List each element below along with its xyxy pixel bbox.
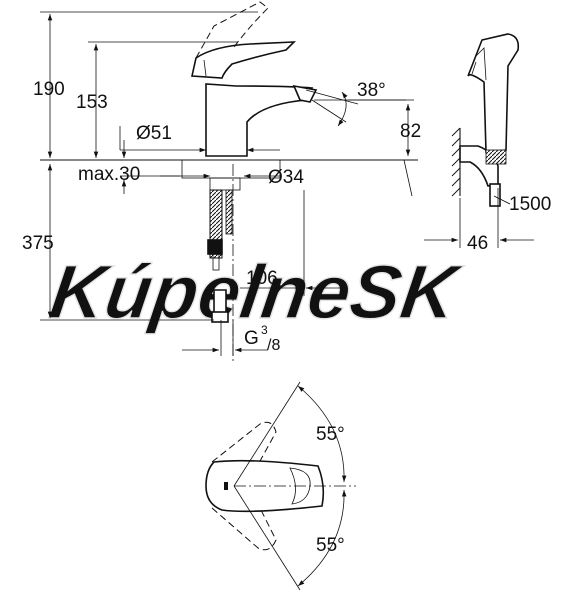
lever-handle <box>191 41 297 79</box>
dim-190: 190 <box>33 11 258 158</box>
handle-rotated-bottom <box>211 499 277 551</box>
hand-shower-view: 1500 <box>451 33 551 215</box>
dim-106-label: 106 <box>246 268 278 289</box>
faucet-body <box>205 83 314 157</box>
faucet-top-view: 55° 55° <box>205 381 356 591</box>
faucet-side-view <box>40 1 418 362</box>
dim-max30-label: max.30 <box>78 164 140 185</box>
dim-153: 153 <box>76 41 238 158</box>
dim-max30: max.30 <box>78 140 180 194</box>
dim-thread-num: 3 <box>261 323 268 337</box>
dim-375-label: 375 <box>22 233 54 254</box>
dim-190-label: 190 <box>33 79 65 100</box>
angle-bottom-label: 55° <box>316 535 345 556</box>
dim-38-label: 38° <box>357 80 386 101</box>
dim-46: 46 <box>424 188 534 254</box>
dim-82-label: 82 <box>400 121 421 142</box>
dim-82: 82 <box>314 99 421 197</box>
dim-thread-g: G <box>244 328 259 349</box>
wall-hatch <box>451 127 461 197</box>
dim-106: 106 <box>240 190 348 296</box>
dim-38: 38° <box>305 80 406 127</box>
dim-51-label: Ø51 <box>136 123 172 144</box>
shower-head <box>467 33 520 153</box>
dim-46-label: 46 <box>467 233 488 254</box>
watermark: KúpelneSK <box>45 250 467 335</box>
dim-153-label: 153 <box>76 92 108 113</box>
lever-raised-dashed <box>195 1 269 59</box>
angle-top-label: 55° <box>316 424 345 445</box>
dim-thread: G 3 /8 <box>182 323 280 354</box>
dim-51: Ø51 <box>119 123 280 153</box>
dim-thread-den: /8 <box>267 337 280 354</box>
handle-rotated-top <box>211 421 277 473</box>
dim-375: 375 <box>22 164 214 321</box>
dim-1500-label: 1500 <box>509 194 551 215</box>
counter-plate <box>181 159 281 179</box>
dim-34: Ø34 <box>160 167 304 188</box>
dim-34-label: Ø34 <box>268 167 304 188</box>
